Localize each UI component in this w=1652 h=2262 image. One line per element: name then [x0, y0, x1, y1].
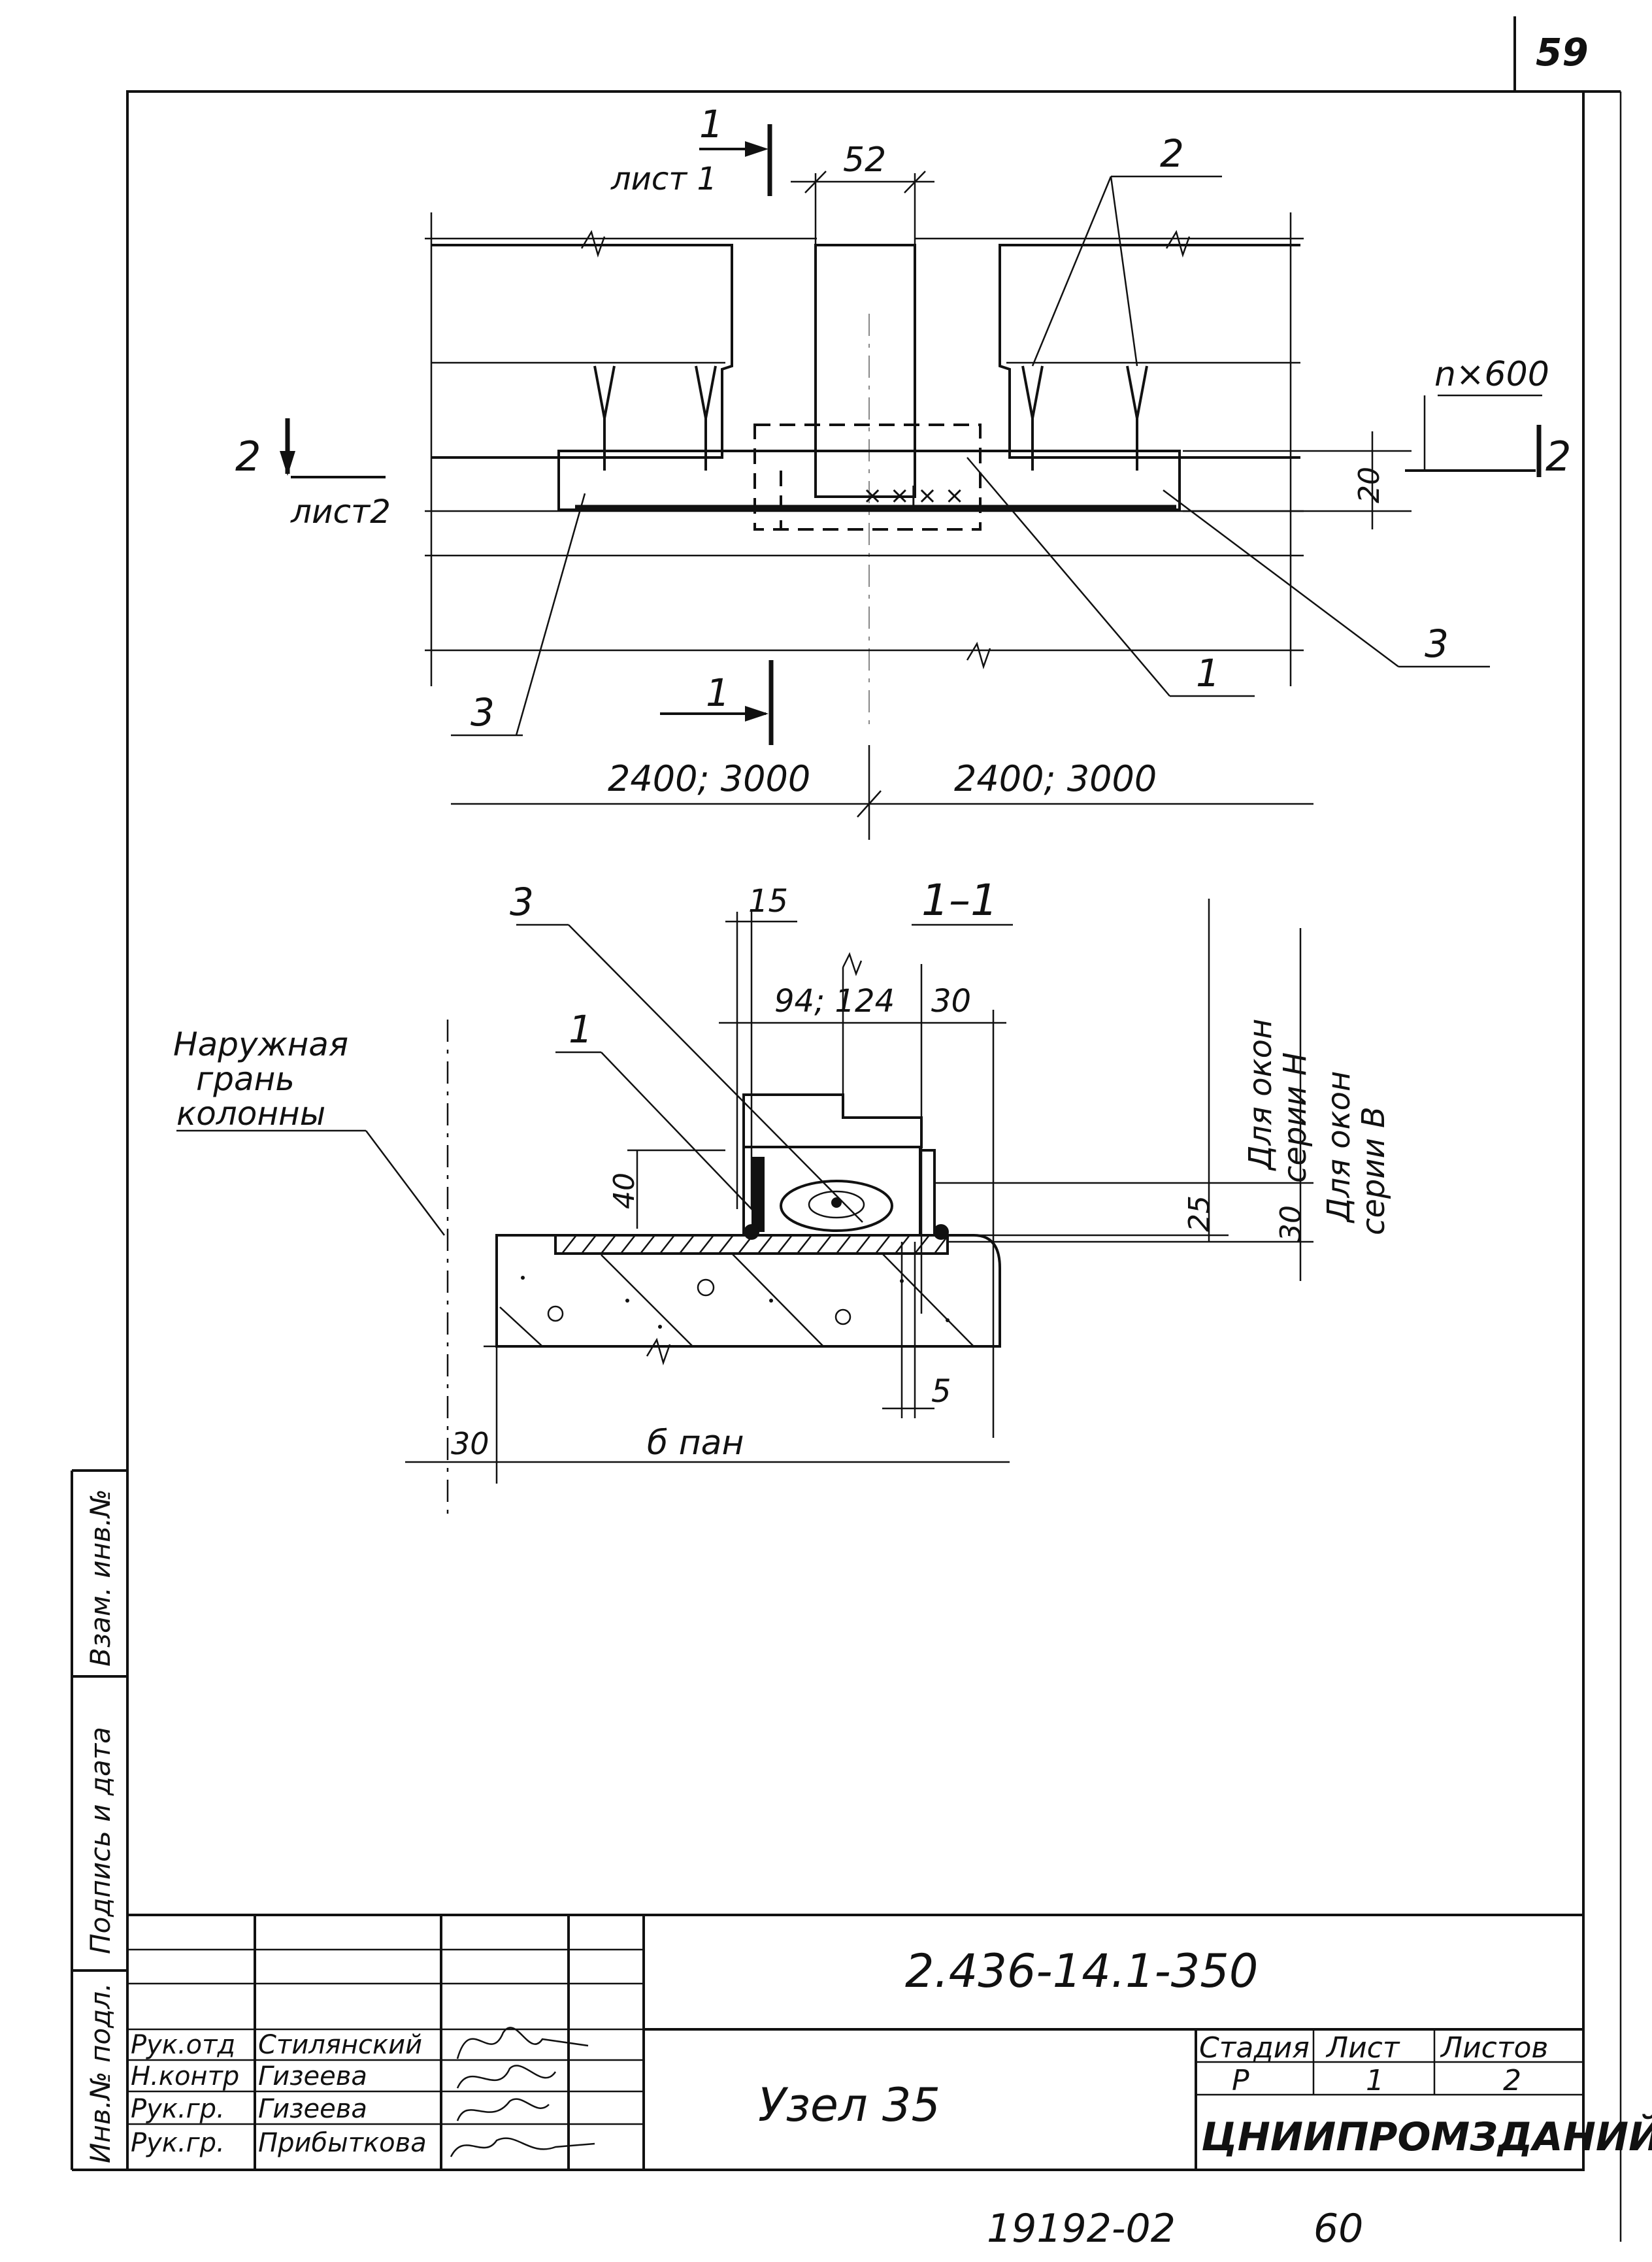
plan-section-mark-left: 2	[235, 433, 261, 480]
section-note-series-v-2: серии В	[1355, 1106, 1392, 1235]
section-dim-30-left: 30	[451, 1426, 489, 1461]
section-plate-hatch	[561, 1235, 947, 1254]
title-block-row-role: Рук.гр.	[131, 2128, 225, 2158]
title-block-row-name: Прибыткова	[258, 2128, 427, 2158]
side-stamp-inv-podl: Инв.№ подл.	[84, 1983, 116, 2163]
plan-section-mark-left-sheet: лист2	[290, 493, 391, 531]
section-dim-30-top: 30	[931, 983, 971, 1020]
section-note-series-h-1: Для окон	[1242, 1019, 1279, 1171]
section-note-column-face-2: грань	[196, 1060, 295, 1098]
plan-dim-20: 20	[1353, 467, 1386, 503]
title-block-sheets-value: 2	[1503, 2064, 1521, 2097]
plan-dim-n600: n×600	[1434, 355, 1549, 394]
section-dim-30-right: 30	[1274, 1205, 1308, 1242]
title-block-row-role: Рук.отд	[131, 2030, 235, 2060]
plan-dim-right: 2400; 3000	[954, 758, 1157, 799]
plan-leader-2: 2	[1160, 131, 1184, 176]
sheet-number-top: 59	[1536, 30, 1589, 75]
section-dim-94-124: 94; 124	[774, 983, 895, 1020]
section-title: 1–1	[921, 875, 998, 925]
title-block-row-name: Гизеева	[258, 2094, 367, 2124]
section-leader-1: 1	[569, 1007, 593, 1052]
section-leader-3: 3	[510, 880, 534, 924]
section-dim-b-pan: б пан	[647, 1423, 744, 1463]
section-note-column-face-1: Наружная	[173, 1025, 348, 1063]
title-block-sheet-label: Лист	[1325, 2031, 1400, 2065]
title-block-org: ЦНИИПРОМЗДАНИЙ	[1201, 2114, 1652, 2160]
title-block-sheets-label: Листов	[1440, 2031, 1548, 2065]
plan-section-mark-right: 2	[1545, 433, 1571, 480]
title-block: 2.436-14.1-350 Узел 35 ЦНИИПРОМЗДАНИЙ Ст…	[127, 1914, 1652, 2170]
plan-weld-marks: × ×|× ×	[863, 482, 965, 509]
bottom-page: 60	[1313, 2206, 1363, 2252]
side-stamp: Взам. инв.№ Подпись и дата Инв.№ подл.	[71, 1469, 127, 2171]
title-block-sheet-value: 1	[1366, 2064, 1384, 2097]
plan-dim-52: 52	[843, 141, 886, 180]
signatures	[450, 2027, 595, 2157]
title-block-row-role: Н.контр	[131, 2061, 239, 2091]
section-note-series-h-2: серии Н	[1277, 1052, 1313, 1183]
plan-section-mark-top-sheet: лист 1	[610, 161, 717, 197]
side-stamp-sign-date: Подпись и дата	[84, 1727, 116, 1954]
plan-leader-3-right: 3	[1425, 622, 1449, 666]
side-stamp-vzam-inv: Взам. инв.№	[84, 1489, 116, 1667]
section-1-1: 1–1 3 1 15 94; 124 30	[173, 875, 1392, 1516]
section-dim-5: 5	[931, 1373, 951, 1410]
bottom-number: 19192-02	[987, 2206, 1176, 2252]
title-block-stage-label: Стадия	[1199, 2031, 1310, 2065]
section-dim-40: 40	[608, 1173, 641, 1209]
section-note-column-face-3: колонны	[176, 1095, 325, 1133]
plan-leader-3-left: 3	[471, 690, 495, 735]
sheet-frame: 59	[126, 16, 1622, 2242]
plan-dim-left: 2400; 3000	[608, 758, 810, 799]
title-block-title: Узел 35	[758, 2078, 940, 2132]
section-note-series-v-1: Для окон	[1321, 1071, 1357, 1223]
title-block-row-name: Гизеева	[258, 2061, 367, 2091]
plan-anchor-bolts	[593, 365, 1148, 471]
title-block-stage-value: Р	[1232, 2064, 1249, 2097]
section-dim-15: 15	[748, 883, 788, 920]
plan-leader-1: 1	[1196, 651, 1220, 695]
title-block-doc-code: 2.436-14.1-350	[905, 1944, 1258, 1998]
plan-section-mark-top: 1	[699, 102, 723, 146]
section-dim-25: 25	[1183, 1195, 1216, 1232]
plan-section-mark-bottom: 1	[706, 671, 730, 715]
title-block-row-name: Стилянский	[258, 2030, 422, 2060]
title-block-row-role: Рук.гр.	[131, 2094, 225, 2124]
plan-view: 1 лист 1 52	[235, 102, 1571, 840]
